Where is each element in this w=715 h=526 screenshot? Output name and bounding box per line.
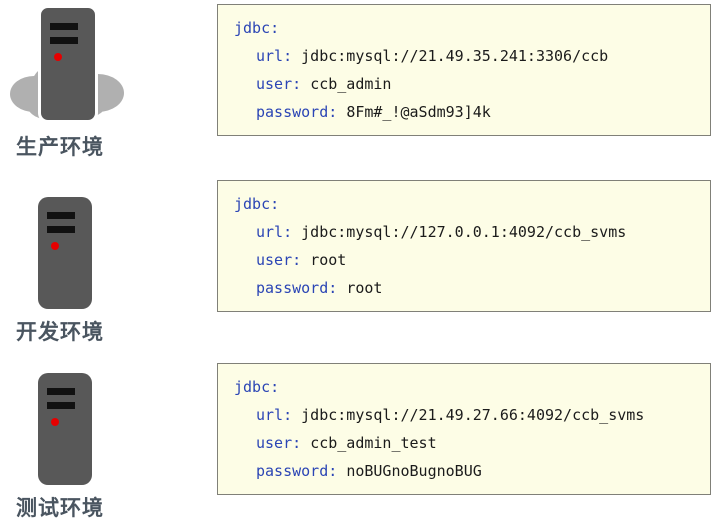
server-power-led (51, 242, 59, 250)
config-entry-password: password: noBUGnoBugnoBUG (234, 457, 710, 485)
config-root-key: jdbc: (234, 14, 710, 42)
config-value-password: noBUGnoBugnoBUG (346, 462, 482, 480)
server-slot-upper (47, 388, 75, 395)
env-icon-column-production: 生产环境 (0, 0, 215, 175)
env-label-development: 开发环境 (16, 320, 104, 344)
server-tower-icon (0, 355, 215, 485)
config-value-user: root (310, 251, 347, 269)
config-root-key-text: jdbc: (234, 19, 280, 37)
config-key-password: password: (256, 279, 338, 297)
config-entry-password: password: root (234, 274, 710, 302)
config-value-user: ccb_admin (310, 75, 392, 93)
config-key-user: user: (256, 434, 302, 452)
env-row-test: 测试环境 jdbc: url: jdbc:mysql://21.49.27.66… (0, 355, 715, 526)
config-panel-test: jdbc: url: jdbc:mysql://21.49.27.66:4092… (217, 363, 711, 495)
config-key-url: url: (256, 223, 293, 241)
config-key-user: user: (256, 75, 302, 93)
config-key-user: user: (256, 251, 302, 269)
config-entry-user: user: ccb_admin_test (234, 429, 710, 457)
env-label-test: 测试环境 (16, 496, 104, 520)
server-slot-upper (50, 23, 78, 30)
env-row-production: 生产环境 jdbc: url: jdbc:mysql://21.49.35.24… (0, 0, 715, 175)
env-icon-column-development: 开发环境 (0, 175, 215, 355)
config-panel-production: jdbc: url: jdbc:mysql://21.49.35.241:330… (217, 4, 711, 136)
server-power-led (51, 418, 59, 426)
config-entry-url: url: jdbc:mysql://21.49.35.241:3306/ccb (234, 42, 710, 70)
server-tower-body (38, 197, 92, 309)
config-entry-user: user: root (234, 246, 710, 274)
server-tower-body (38, 5, 98, 123)
config-key-password: password: (256, 103, 338, 121)
config-root-key: jdbc: (234, 190, 710, 218)
server-tower-cloud-icon (0, 0, 215, 130)
config-key-password: password: (256, 462, 338, 480)
server-slot-lower (47, 226, 75, 233)
server-tower-icon (0, 175, 215, 309)
config-value-user: ccb_admin_test (310, 434, 437, 452)
server-tower-body (38, 373, 92, 485)
server-power-led (54, 53, 62, 61)
config-root-key: jdbc: (234, 373, 710, 401)
config-value-password: root (346, 279, 383, 297)
config-entry-user: user: ccb_admin (234, 70, 710, 98)
config-key-url: url: (256, 406, 293, 424)
config-key-url: url: (256, 47, 293, 65)
config-root-key-text: jdbc: (234, 378, 280, 396)
config-root-key-text: jdbc: (234, 195, 280, 213)
config-value-url: jdbc:mysql://21.49.27.66:4092/ccb_svms (301, 406, 645, 424)
config-value-url: jdbc:mysql://21.49.35.241:3306/ccb (301, 47, 609, 65)
config-entry-password: password: 8Fm#_!@aSdm93]4k (234, 98, 710, 126)
env-label-production: 生产环境 (16, 135, 104, 159)
config-entry-url: url: jdbc:mysql://127.0.0.1:4092/ccb_svm… (234, 218, 710, 246)
config-value-url: jdbc:mysql://127.0.0.1:4092/ccb_svms (301, 223, 627, 241)
config-panel-development: jdbc: url: jdbc:mysql://127.0.0.1:4092/c… (217, 180, 711, 312)
server-slot-lower (47, 402, 75, 409)
env-icon-column-test: 测试环境 (0, 355, 215, 526)
env-row-development: 开发环境 jdbc: url: jdbc:mysql://127.0.0.1:4… (0, 175, 715, 355)
config-entry-url: url: jdbc:mysql://21.49.27.66:4092/ccb_s… (234, 401, 710, 429)
server-slot-upper (47, 212, 75, 219)
config-value-password: 8Fm#_!@aSdm93]4k (346, 103, 491, 121)
server-slot-lower (50, 37, 78, 44)
